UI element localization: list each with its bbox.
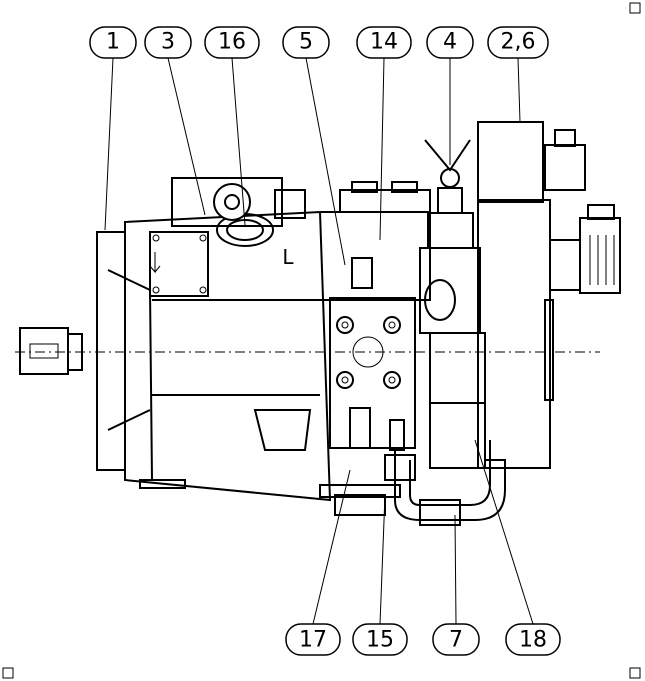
- port-label: L: [282, 245, 294, 269]
- callout-5: 5: [299, 30, 313, 55]
- pump-housing: L: [96, 210, 332, 502]
- callout-18: 18: [519, 628, 547, 653]
- solenoid: [477, 121, 621, 469]
- callout-1: 1: [106, 30, 120, 55]
- callout-14: 14: [370, 30, 398, 55]
- top-fitting: [171, 177, 306, 227]
- pilot-valve: [419, 139, 486, 469]
- callout-2-6: 2,6: [501, 30, 536, 55]
- callout-16: 16: [218, 30, 246, 55]
- callout-15: 15: [366, 628, 394, 653]
- manifold-plate: [329, 297, 416, 451]
- callout-4: 4: [443, 30, 457, 55]
- callout-7: 7: [449, 628, 463, 653]
- callouts-bottom: 17 15 7 18: [285, 623, 561, 656]
- leader-lines: [104, 57, 534, 625]
- callout-17: 17: [299, 628, 327, 653]
- callout-3: 3: [161, 30, 175, 55]
- drive-shaft: [19, 327, 83, 375]
- valve-block: [320, 181, 431, 301]
- callouts-top: 1 3 16 5 14 4 2,6: [89, 26, 549, 59]
